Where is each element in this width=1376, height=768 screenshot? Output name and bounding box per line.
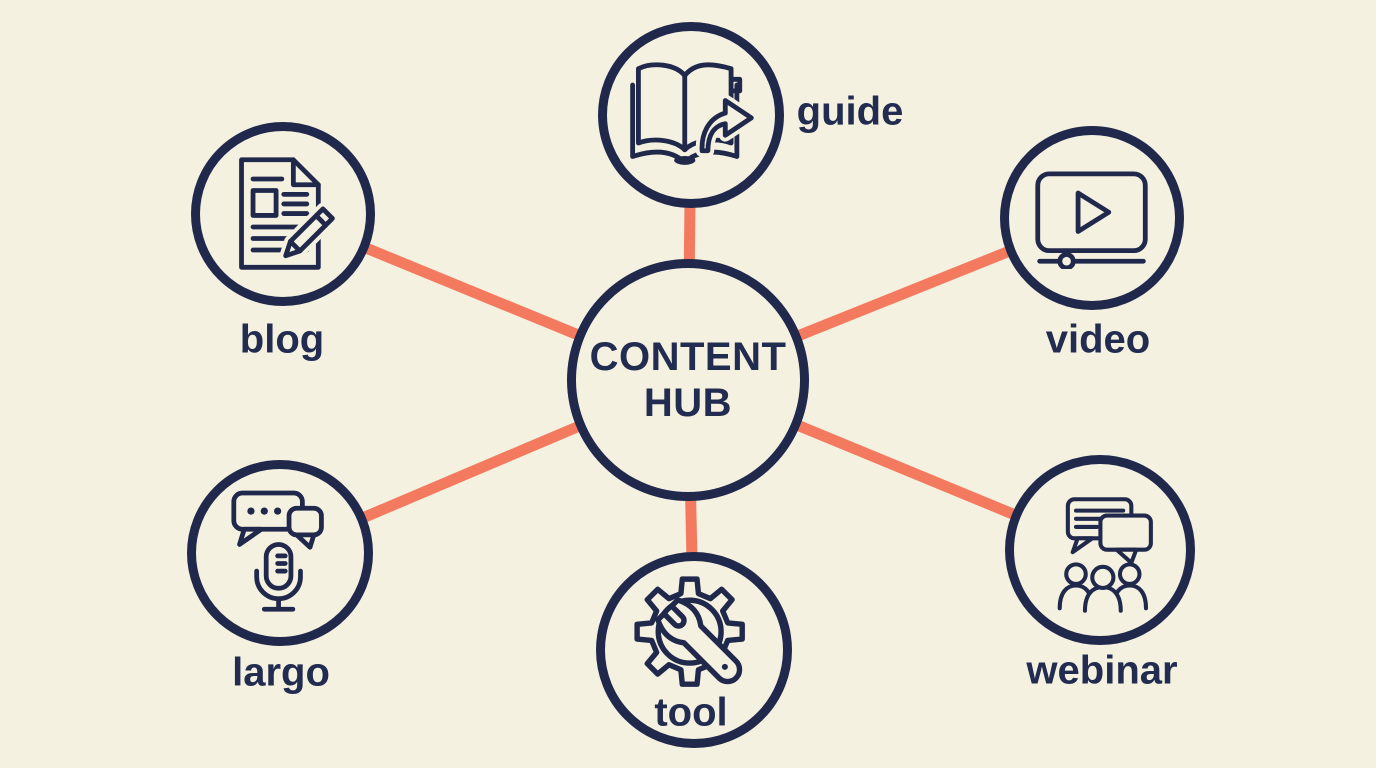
node-largo: [187, 460, 373, 646]
node-blog: [191, 122, 375, 306]
node-guide: [598, 22, 784, 208]
document-pen-icon: [239, 156, 339, 270]
hub-label: CONTENT HUB: [589, 334, 787, 425]
node-label-blog: blog: [239, 317, 325, 362]
book-share-arrow-icon: [629, 61, 758, 165]
speech-bubbles-microphone-icon: [231, 490, 324, 612]
gear-wrench-icon: [634, 576, 745, 687]
node-label-guide: guide: [796, 89, 904, 134]
video-player-icon: [1035, 170, 1148, 269]
node-tool: [596, 552, 792, 748]
node-label-webinar: webinar: [1026, 648, 1178, 693]
node-label-video: video: [1045, 317, 1151, 362]
speech-bubbles-people-icon: [1057, 497, 1153, 613]
node-label-largo: largo: [232, 650, 330, 695]
node-label-tool: tool: [654, 690, 728, 735]
node-video: [1000, 126, 1184, 310]
hub-node: CONTENT HUB: [567, 259, 809, 501]
node-webinar: [1005, 455, 1195, 645]
